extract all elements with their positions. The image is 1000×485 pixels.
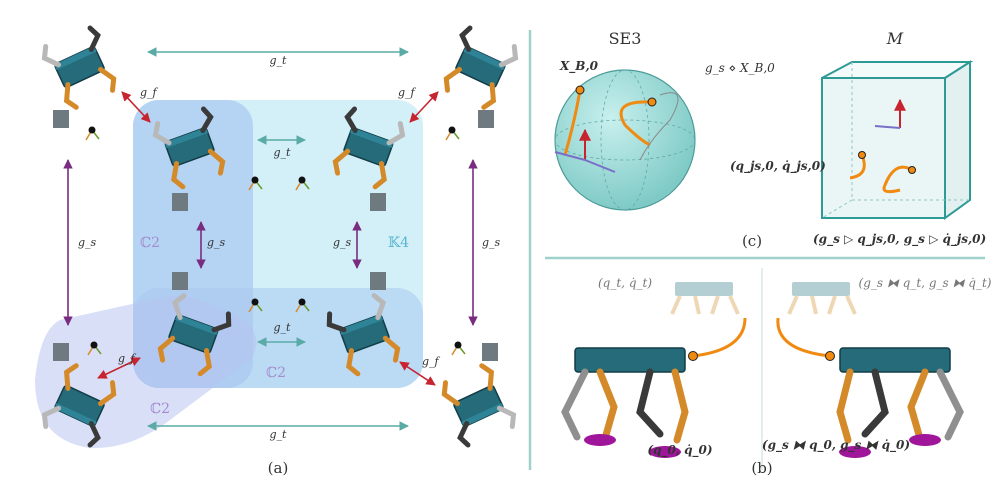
gt-label: g_t [270, 54, 288, 67]
gf-arrow-tr [409, 91, 439, 123]
gt-label: g_t [274, 321, 292, 334]
block-icon [482, 343, 498, 361]
panel-b: (q_t, q̇_t) (g_s ⧓ q_t, g_s ⧓ q̇_t) (q_0… [561, 268, 992, 477]
robot-icon [40, 25, 121, 111]
robot-icon [438, 25, 519, 111]
panel-a-caption: (a) [268, 459, 289, 477]
gs-label: g_s [333, 236, 352, 249]
gt-label: g_t [270, 428, 288, 441]
c2-left-label: ℂ2 [140, 235, 160, 251]
k4-label: 𝕂4 [388, 235, 409, 251]
panel-c: SE3 X_B,0 g_s ⋄ X_B,0 M (q_js,0, q̇_js,0… [554, 29, 986, 250]
trajectory-orange [692, 317, 747, 358]
gs-xb0-label: g_s ⋄ X_B,0 [705, 61, 775, 75]
gf-arrow-bl [97, 357, 141, 379]
block-icon [478, 110, 494, 128]
gf-label: g_f [118, 352, 137, 365]
se3-label: SE3 [609, 29, 642, 48]
block-icon [172, 193, 188, 211]
robot-icon [436, 362, 517, 448]
panel-c-caption: (c) [742, 232, 762, 250]
block-icon [370, 193, 386, 211]
gf-label: g_f [140, 86, 159, 99]
block-icon [53, 343, 69, 361]
block-icon [172, 272, 188, 290]
manifold-label: M [886, 29, 904, 48]
gf-arrow-br [399, 361, 436, 386]
gs-label: g_s [78, 236, 97, 249]
gs-label: g_s [482, 236, 501, 249]
robot-icon [670, 282, 740, 315]
trajectory-orange [563, 89, 582, 156]
block-icon [370, 272, 386, 290]
gf-label: g_f [422, 355, 441, 368]
robot-icon [787, 282, 857, 315]
state-label-top-left: (q_t, q̇_t) [598, 276, 652, 290]
frame-icon [85, 125, 100, 141]
state-label-bottom-left: (q_0, q̇_0) [647, 443, 712, 458]
panel-a: g_t g_t g_t g_t g_f g_f g_f g_f g_s g_s … [35, 25, 520, 477]
gt-label: g_t [274, 146, 292, 159]
panel-b-caption: (b) [751, 459, 772, 477]
gf-label: g_f [398, 86, 417, 99]
gs-label: g_s [207, 236, 226, 249]
trajectory-orange [776, 317, 831, 358]
manifold-cube [821, 60, 974, 220]
xb0-label: X_B,0 [559, 59, 599, 74]
gs-qjs-label: (g_s ▷ q_js,0, g_s ▷ q̇_js,0) [813, 232, 986, 247]
robot-icon [836, 347, 964, 458]
gf-arrow-tl [121, 91, 151, 123]
frame-icon [445, 125, 460, 141]
state-label-bottom-right: (g_s ⧓ q_0, g_s ⧓ q̇_0) [762, 438, 910, 453]
robot-icon [561, 347, 689, 458]
trajectory-orange [619, 100, 653, 147]
c2-bottom-label: ℂ2 [266, 365, 286, 381]
state-label-top-right: (g_s ⧓ q_t, g_s ⧓ q̇_t) [859, 276, 992, 290]
block-icon [53, 110, 69, 128]
frame-icon [451, 340, 466, 356]
qjs-label: (q_js,0, q̇_js,0) [730, 159, 826, 174]
c2-diag-label: ℂ2 [150, 401, 170, 417]
